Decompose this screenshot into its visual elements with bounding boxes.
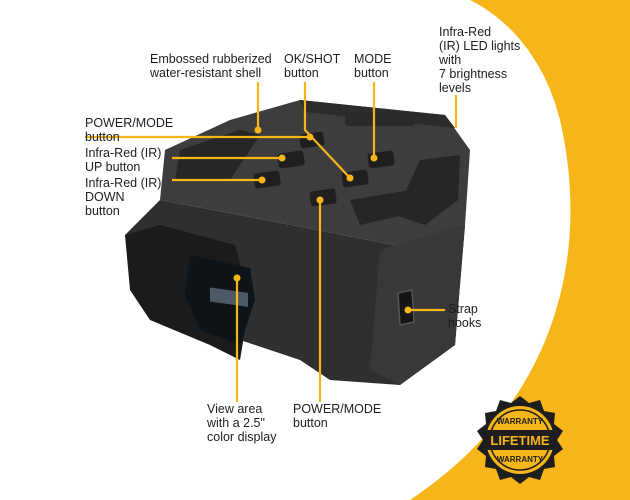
device-right-shoulder <box>370 225 465 385</box>
button-power-mode-bottom <box>309 188 337 207</box>
button-ir-up <box>277 150 305 169</box>
badge-top-text: WARRANTY <box>497 417 544 426</box>
button-ir-down <box>253 170 281 189</box>
leader-dots <box>233 126 412 314</box>
grip-texture-left <box>175 130 260 180</box>
warranty-seal-icon <box>477 396 563 484</box>
badge-bottom-text: WARRANTY <box>497 455 544 464</box>
button-okshot <box>341 169 369 188</box>
grip-texture-center <box>350 190 425 225</box>
binocular-device <box>125 100 470 385</box>
display-glint <box>210 287 248 307</box>
badge-main-text: LIFETIME <box>490 433 550 448</box>
leader-okshot <box>303 82 351 179</box>
label-ir-down: Infra-Red (IR)DOWN button <box>85 176 162 218</box>
leader-lines <box>85 82 458 402</box>
accent-arc <box>410 0 630 500</box>
label-ir-up: Infra-Red (IR)UP button <box>85 146 162 174</box>
device-top-recess <box>345 112 415 126</box>
